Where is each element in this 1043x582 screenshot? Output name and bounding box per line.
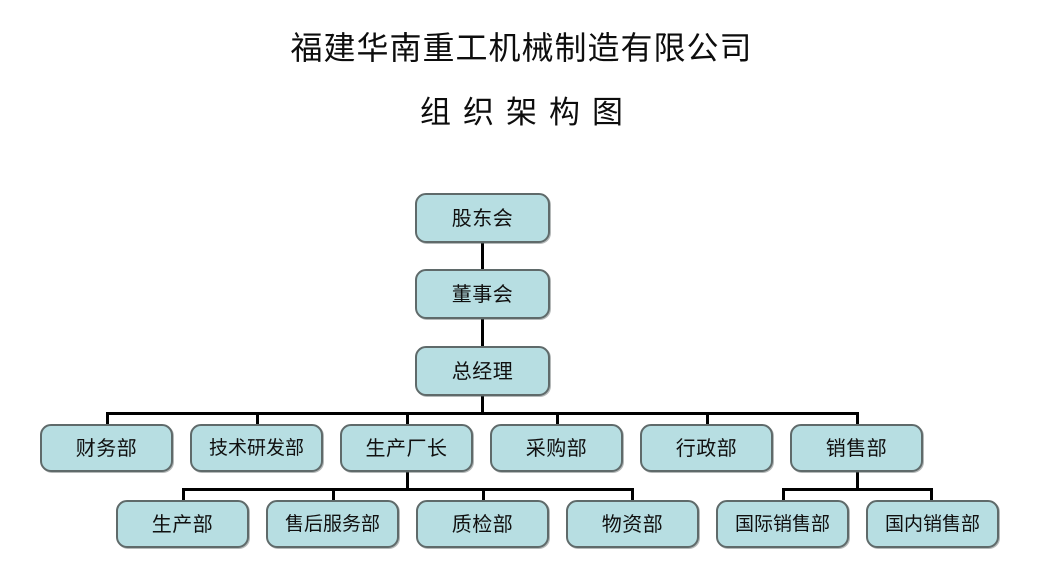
connector-drop-admin bbox=[706, 412, 709, 426]
connector-drop-production bbox=[182, 488, 185, 502]
connector-drop-purchasing bbox=[556, 412, 559, 426]
node-board[interactable]: 董事会 bbox=[415, 269, 550, 319]
connector-gm-drop bbox=[481, 395, 484, 414]
connector-drop-plant-manager bbox=[406, 412, 409, 426]
connector-drop-quality bbox=[482, 488, 485, 502]
connector-production-bus bbox=[182, 488, 633, 491]
connector-drop-materials bbox=[631, 488, 634, 502]
node-finance-dept[interactable]: 财务部 bbox=[40, 424, 173, 472]
page-subtitle: 组织架构图 bbox=[420, 95, 635, 131]
node-sales-dept[interactable]: 销售部 bbox=[790, 424, 923, 472]
connector-drop-sales bbox=[856, 412, 859, 426]
connector-board-gm bbox=[481, 318, 484, 346]
connector-plant-manager-drop bbox=[406, 471, 409, 488]
node-production-dept[interactable]: 生产部 bbox=[116, 500, 249, 548]
connector-shareholders-board bbox=[481, 242, 484, 269]
page-title: 福建华南重工机械制造有限公司 bbox=[290, 29, 753, 67]
node-plant-manager[interactable]: 生产厂长 bbox=[340, 424, 473, 472]
connector-drop-finance bbox=[106, 412, 109, 426]
connector-sales-bus bbox=[782, 488, 933, 491]
connector-drop-intl-sales bbox=[782, 488, 785, 502]
node-materials-dept[interactable]: 物资部 bbox=[566, 500, 699, 548]
node-after-sales-dept[interactable]: 售后服务部 bbox=[266, 500, 399, 548]
node-international-sales-dept[interactable]: 国际销售部 bbox=[716, 500, 849, 548]
connector-drop-rnd bbox=[256, 412, 259, 426]
node-general-manager[interactable]: 总经理 bbox=[415, 346, 550, 396]
node-quality-dept[interactable]: 质检部 bbox=[416, 500, 549, 548]
connector-drop-domestic-sales bbox=[930, 488, 933, 502]
connector-level4-bus bbox=[106, 412, 859, 415]
connector-sales-drop bbox=[856, 471, 859, 488]
node-shareholders[interactable]: 股东会 bbox=[415, 193, 550, 243]
node-purchasing-dept[interactable]: 采购部 bbox=[490, 424, 623, 472]
connector-drop-after-sales bbox=[332, 488, 335, 502]
node-rnd-dept[interactable]: 技术研发部 bbox=[190, 424, 323, 472]
node-domestic-sales-dept[interactable]: 国内销售部 bbox=[866, 500, 999, 548]
node-admin-dept[interactable]: 行政部 bbox=[640, 424, 773, 472]
